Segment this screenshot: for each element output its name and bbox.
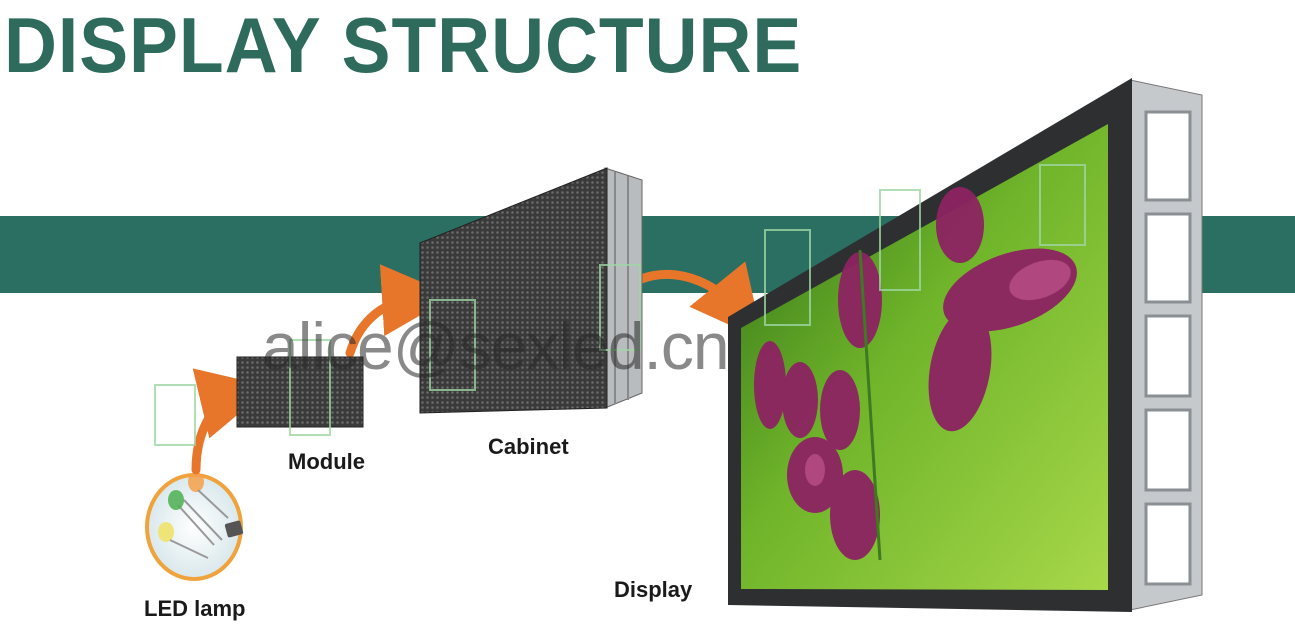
arrow-module-to-cabinet xyxy=(345,264,454,358)
cabinet-label: Cabinet xyxy=(488,434,569,459)
module-illustration xyxy=(236,356,364,428)
watermark-outline xyxy=(154,164,1086,446)
module-label: Module xyxy=(288,449,365,474)
email-watermark: alice@sexled.cn xyxy=(262,309,730,383)
led-lamp-illustration xyxy=(145,472,244,581)
led-lamp-label: LED lamp xyxy=(144,596,246,621)
page-title: DISPLAY STRUCTURE xyxy=(4,1,803,89)
display-illustration xyxy=(728,78,1203,612)
arrow-lamp-to-module xyxy=(191,368,272,475)
display-label: Display xyxy=(614,577,693,602)
cabinet-illustration xyxy=(419,167,643,414)
